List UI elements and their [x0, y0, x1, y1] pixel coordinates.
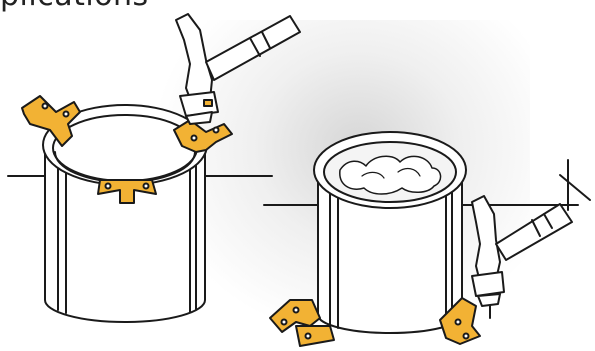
hammer-icon: [472, 196, 572, 318]
bottom-strap-front: [296, 326, 334, 346]
strap-hole: [144, 184, 149, 189]
guide-line: [560, 175, 590, 200]
concrete-fill-texture: [340, 156, 441, 194]
sleeve-inner-rim: [53, 115, 197, 181]
right-strap-anchor: [174, 120, 232, 152]
left-cylinder-group: [8, 96, 272, 322]
strap-hole: [64, 112, 69, 117]
strap-hole: [214, 128, 219, 133]
strap-hole: [43, 104, 48, 109]
strap-hole: [106, 184, 111, 189]
strap-hole: [192, 136, 197, 141]
hammer-icon: [176, 14, 300, 124]
